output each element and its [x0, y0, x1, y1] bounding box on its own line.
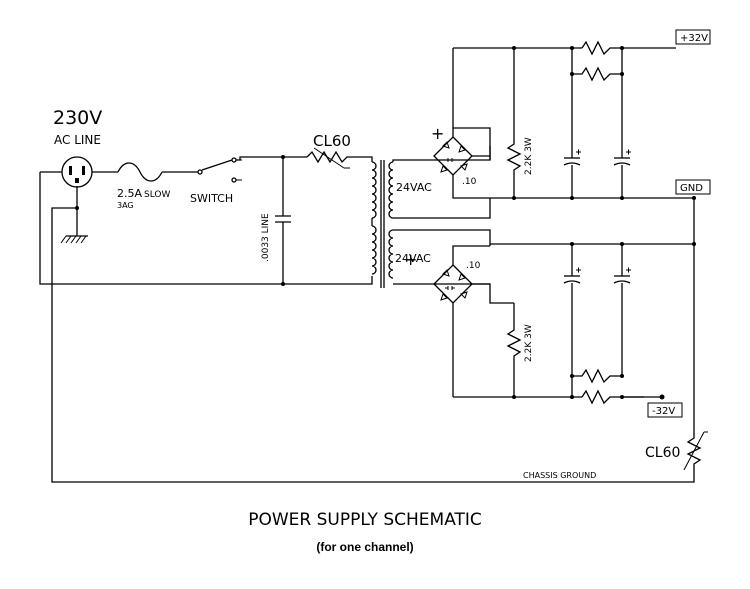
bleeder-resistor-top-icon — [506, 48, 522, 198]
bridge-cap-top-label: .10 — [462, 177, 477, 187]
rail-gnd-label: GND — [680, 183, 703, 194]
rail-pos-box: +32V — [675, 29, 711, 45]
bridge-plus-bottom: + — [404, 250, 417, 269]
transformer-icon — [371, 160, 394, 288]
bridge-rectifier-top-icon — [433, 127, 491, 186]
ac-plug-icon — [61, 156, 93, 188]
bridge-cap-bottom-label: .10 — [466, 261, 481, 271]
thermistor-chassis-icon — [683, 244, 708, 471]
filter-capacitor-bottom-right-icon — [613, 244, 631, 376]
fuse-rating-label: 2.5A — [117, 187, 142, 200]
ground-icon — [60, 208, 88, 244]
line-capacitor-icon — [275, 155, 291, 286]
thermistor-top-label: CL60 — [313, 132, 351, 150]
ac-line-label: AC LINE — [54, 133, 101, 147]
rail-pos-label: +32V — [680, 33, 708, 44]
filter-capacitor-bottom-left-icon — [563, 244, 581, 397]
voltage-input-label: 230V — [53, 107, 102, 129]
diagram-subtitle: (for one channel) — [316, 540, 414, 554]
switch-icon — [197, 157, 242, 183]
bleeder-top-label: 2.2K 3W — [524, 137, 534, 175]
rail-neg-label: -32V — [652, 406, 675, 417]
rail-neg-box: -32V — [647, 402, 683, 418]
thermistor-bottom-label: CL60 — [645, 445, 680, 461]
bleeder-resistor-bottom-icon — [506, 303, 522, 397]
bridge-rectifier-bottom-icon — [433, 245, 490, 397]
bridge-plus-top: + — [431, 124, 444, 143]
chassis-ground-label: CHASSIS GROUND — [523, 471, 596, 480]
switch-label: SWITCH — [190, 192, 233, 205]
fuse-icon — [117, 162, 163, 182]
thermistor-icon — [306, 147, 356, 169]
diagram-title: POWER SUPPLY SCHEMATIC — [248, 510, 482, 530]
rail-gnd-box: GND — [675, 179, 711, 195]
bleeder-bottom-label: 2.2K 3W — [524, 324, 534, 362]
secondary-top-label: 24VAC — [396, 181, 432, 194]
secondary-bottom-label: 24VAC — [395, 252, 431, 265]
line-capacitor-label: .0033 LINE — [261, 213, 271, 262]
fuse-type-label: 3AG — [117, 201, 134, 210]
fuse-slow-label: SLOW — [144, 190, 170, 200]
